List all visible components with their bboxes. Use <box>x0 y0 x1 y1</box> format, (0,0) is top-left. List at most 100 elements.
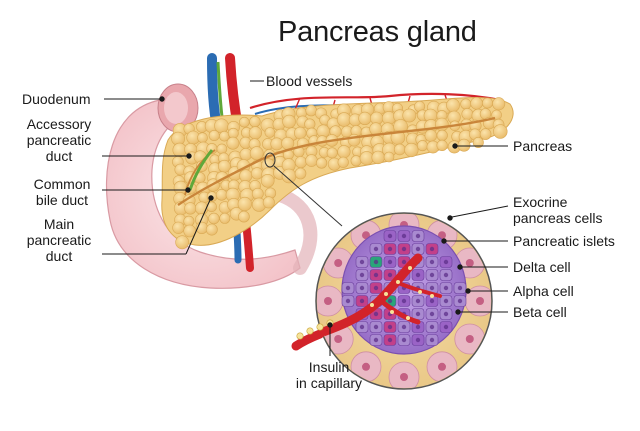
label-accessory-pancreatic-duct: Accessory pancreatic duct <box>26 116 92 164</box>
cell-nucleus <box>401 324 407 330</box>
cell-nucleus <box>373 259 379 265</box>
label-common-bile-duct: Common bile duct <box>33 176 91 208</box>
pancreas-lobule <box>472 137 484 149</box>
cell-nucleus <box>415 246 421 252</box>
pancreas-lobule <box>294 156 307 169</box>
pancreas-lobule <box>359 151 374 166</box>
pancreas-lobule <box>479 128 492 140</box>
cell-nucleus <box>429 285 435 291</box>
pancreas-lobule <box>416 140 428 152</box>
pancreas-lobule <box>251 167 264 180</box>
pancreas-lobule <box>216 143 228 155</box>
acinus-nucleus <box>400 373 408 381</box>
cell-nucleus <box>415 298 421 304</box>
cell-nucleus <box>401 337 407 343</box>
pancreas-lobule <box>238 210 250 223</box>
pancreas-lobule <box>446 98 460 113</box>
label-main-pancreatic-duct: Main pancreatic duct <box>26 216 92 264</box>
cell-nucleus <box>443 272 449 278</box>
pancreas-lobule <box>358 111 372 125</box>
pancreas-lobule <box>264 127 276 138</box>
pancreas-lobule <box>460 98 472 110</box>
pancreas-lobule <box>350 155 362 167</box>
insulin-granule <box>406 316 410 320</box>
cell-nucleus <box>401 233 407 239</box>
cell-nucleus <box>359 298 365 304</box>
cell-nucleus <box>443 324 449 330</box>
label-pancreas: Pancreas <box>513 138 573 154</box>
label-alpha-cell: Alpha cell <box>513 283 574 299</box>
cell-nucleus <box>429 311 435 317</box>
pancreas-lobule <box>197 132 208 143</box>
cell-nucleus <box>387 337 393 343</box>
pancreas-lobule <box>326 147 338 159</box>
pancreas-shape <box>161 97 514 250</box>
acinus-nucleus <box>334 335 343 343</box>
pancreas-lobule <box>404 142 419 158</box>
insulin-granule <box>418 290 422 294</box>
cell-nucleus <box>387 246 393 252</box>
pancreas-lobule <box>294 126 307 140</box>
pancreas-lobule <box>249 115 261 128</box>
cell-nucleus <box>373 272 379 278</box>
label-pancreatic-islets: Pancreatic islets <box>513 233 615 249</box>
acinus-nucleus <box>324 297 332 305</box>
cell-nucleus <box>373 246 379 252</box>
insulin-granule <box>384 292 388 296</box>
label-exocrine-pancreas-cells: Exocrine pancreas cells <box>513 194 603 226</box>
acinus-nucleus <box>465 259 474 267</box>
label-duodenum: Duodenum <box>22 91 91 107</box>
acinus-nucleus <box>465 335 474 343</box>
pancreas-lobule <box>205 223 218 236</box>
cell-nucleus <box>373 285 379 291</box>
label-blood-vessels: Blood vessels <box>266 73 353 89</box>
pancreas-lobule <box>493 124 508 139</box>
pancreas-lobule <box>436 129 448 141</box>
pancreas-lobule <box>282 114 296 129</box>
insulin-granule <box>370 303 374 307</box>
pancreas-lobule <box>226 136 240 150</box>
pancreas-lobule <box>424 129 437 142</box>
cell-nucleus <box>345 298 351 304</box>
cell-nucleus <box>429 272 435 278</box>
cell-nucleus <box>429 324 435 330</box>
cell-nucleus <box>345 285 351 291</box>
pancreas-lobule <box>470 97 483 110</box>
pancreas-lobule <box>215 189 228 201</box>
pancreas-lobule <box>270 137 284 151</box>
pancreas-lobule <box>371 150 385 165</box>
pancreas-lobule <box>237 196 252 212</box>
cell-nucleus <box>457 285 463 291</box>
pancreas-lobule <box>304 118 316 130</box>
cell-nucleus <box>443 311 449 317</box>
cell-nucleus <box>415 233 421 239</box>
pancreas-lobule <box>393 143 406 156</box>
cell-nucleus <box>457 298 463 304</box>
cell-nucleus <box>401 298 407 304</box>
insulin-granule <box>408 266 412 270</box>
pancreas-lobule <box>316 157 328 169</box>
pancreas-lobule <box>262 196 275 209</box>
pancreas-lobule <box>492 97 506 111</box>
insulin-granule <box>430 294 434 298</box>
pancreas-lobule <box>219 212 231 224</box>
cell-nucleus <box>443 298 449 304</box>
insulin-granule <box>396 280 400 284</box>
leader-lines <box>102 80 509 356</box>
pancreas-lobule <box>457 138 471 152</box>
pancreas-lobule <box>208 212 220 225</box>
cell-nucleus <box>429 337 435 343</box>
pancreas-lobule <box>175 235 190 250</box>
cell-nucleus <box>443 285 449 291</box>
cell-nucleus <box>373 337 379 343</box>
label-beta-cell: Beta cell <box>513 304 567 320</box>
cell-nucleus <box>373 311 379 317</box>
cell-nucleus <box>359 324 365 330</box>
cell-nucleus <box>359 285 365 291</box>
pancreas-lobule <box>281 168 297 184</box>
cell-nucleus <box>387 233 393 239</box>
pancreas-lobule <box>184 202 197 215</box>
pancreas-lobule <box>436 139 448 151</box>
